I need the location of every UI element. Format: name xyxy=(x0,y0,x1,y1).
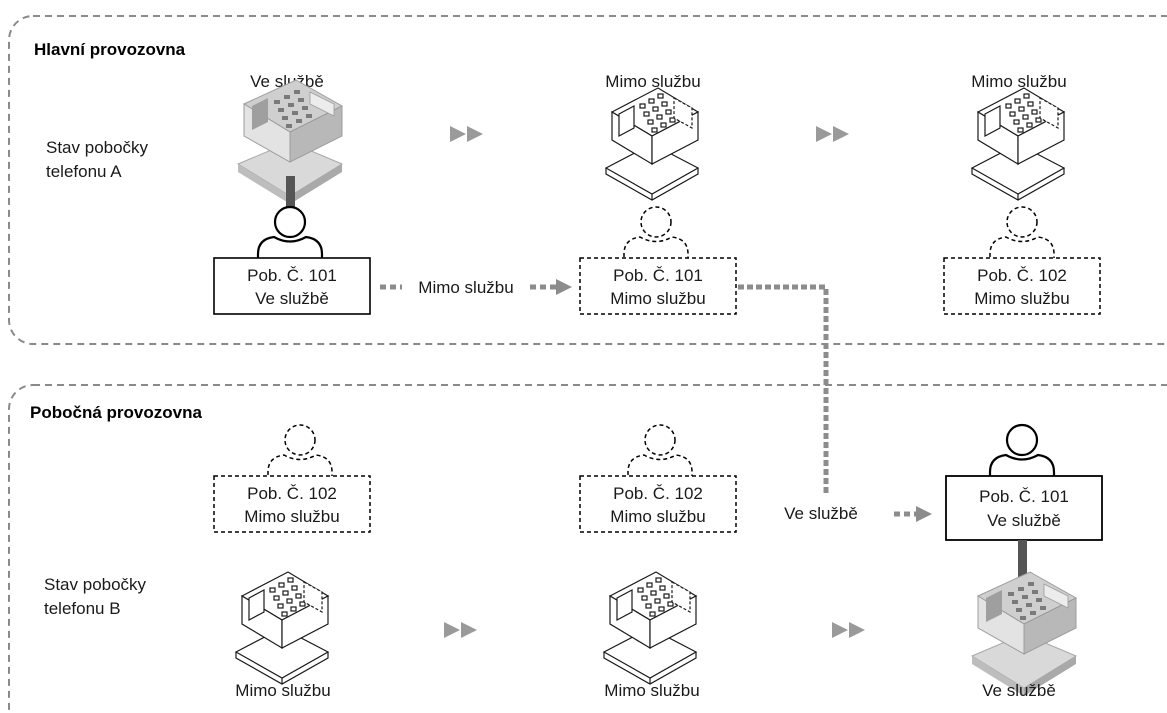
phone-b1-icon xyxy=(235,571,329,685)
ext-box-b1-number: Pob. Č. 102 xyxy=(247,484,337,503)
ext-box-b2 xyxy=(579,475,737,533)
phone-a3-icon xyxy=(971,87,1065,201)
branch-site-title: Pobočná provozovna xyxy=(30,403,202,422)
phone-b3-status: Ve službě xyxy=(982,681,1056,700)
phone-a3-status: Mimo službu xyxy=(971,72,1066,91)
phone-b3-link xyxy=(1018,540,1027,584)
phone-b2-status: Mimo službu xyxy=(604,681,699,700)
ext-box-b2-number: Pob. Č. 102 xyxy=(613,484,703,503)
main-row-label-2: telefonu A xyxy=(46,162,122,181)
person-a1-icon xyxy=(256,205,324,266)
person-b3-icon xyxy=(988,423,1056,484)
step-arrow-a2 xyxy=(816,126,849,142)
ext-box-b3-status: Ve službě xyxy=(987,511,1061,530)
branch-row-label-2: telefonu B xyxy=(44,599,121,618)
step-arrow-b1 xyxy=(444,622,477,638)
ext-box-a3 xyxy=(943,257,1101,315)
ext-box-a1-status: Ve službě xyxy=(255,289,329,308)
person-a2-icon xyxy=(623,206,689,265)
main-row-label-1: Stav pobočky xyxy=(46,138,149,157)
login-arrow-head xyxy=(916,506,932,522)
logout-arrow-head xyxy=(556,279,572,295)
ext-box-a2 xyxy=(579,257,737,315)
phone-a2-status: Mimo službu xyxy=(605,72,700,91)
ext-box-a2-status: Mimo službu xyxy=(610,289,705,308)
ext-box-a3-status: Mimo službu xyxy=(974,289,1069,308)
logout-label: Mimo službu xyxy=(418,278,513,297)
ext-box-b1-status: Mimo službu xyxy=(244,507,339,526)
branch-row-label-1: Stav pobočky xyxy=(44,575,147,594)
ext-box-b1 xyxy=(213,475,371,533)
ext-box-a1 xyxy=(213,257,371,315)
relocation-connector xyxy=(738,284,829,494)
branch-site-frame xyxy=(8,384,1167,713)
ext-box-a3-number: Pob. Č. 102 xyxy=(977,266,1067,285)
ext-box-b2-status: Mimo službu xyxy=(610,507,705,526)
login-label: Ve službě xyxy=(784,504,858,523)
step-arrow-a1 xyxy=(450,126,483,142)
phone-b1-status: Mimo službu xyxy=(235,681,330,700)
step-arrow-b2 xyxy=(832,622,865,638)
person-b1-icon xyxy=(267,424,333,483)
ext-box-a1-number: Pob. Č. 101 xyxy=(247,266,337,285)
person-b2-icon xyxy=(627,424,693,483)
phone-b3-icon xyxy=(971,571,1077,697)
phone-a2-icon xyxy=(605,87,699,201)
ext-box-b3 xyxy=(945,475,1103,541)
person-a3-icon xyxy=(989,206,1055,265)
main-site-frame xyxy=(8,15,1167,345)
main-site-title: Hlavní provozovna xyxy=(34,40,186,59)
phone-b2-icon xyxy=(603,571,697,685)
phone-a1-link xyxy=(286,176,295,212)
ext-box-a2-number: Pob. Č. 101 xyxy=(613,266,703,285)
ext-box-b3-number: Pob. Č. 101 xyxy=(979,487,1069,506)
